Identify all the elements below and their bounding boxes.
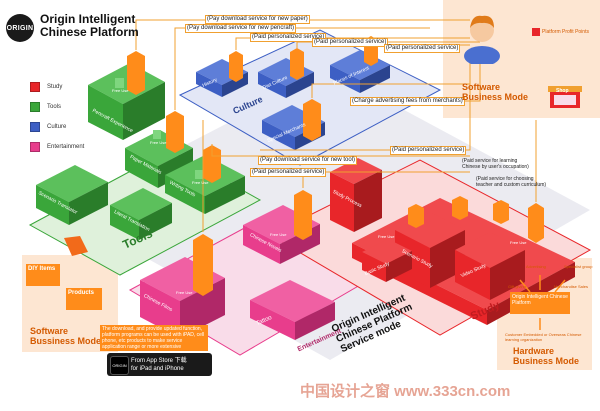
free-use-tag: Free Use <box>378 234 395 239</box>
software-mode-right-line1: Software <box>462 82 501 92</box>
legend: Study Tools Culture Entertainment <box>30 78 84 158</box>
free-use-tag: Free Use <box>270 232 287 237</box>
video-study-block <box>455 232 525 300</box>
platform-profit-points: Platform Profit Points <box>542 29 589 35</box>
legend-label-culture: Culture <box>47 124 67 130</box>
download-note: The download, and provide updated functi… <box>100 325 208 351</box>
software-mode-right-line2: Business Mode <box>462 92 529 102</box>
legend-swatch-culture <box>30 122 40 132</box>
software-mode-left-line2: Bussiness Mode <box>30 336 102 346</box>
hardware-customer: Customer Embedded or Overseas Chinese le… <box>505 332 582 342</box>
basic-study-block <box>362 239 412 282</box>
app-icon: ORIGIN <box>110 356 129 375</box>
hardware-gift: Gift giving <box>508 284 526 289</box>
legend-label-study: Study <box>47 84 63 90</box>
products-label: Products <box>68 290 95 296</box>
legend-item-entertainment: Entertainment <box>30 138 84 156</box>
literal-translation-block <box>110 188 172 240</box>
annotation-paid-personalized-5: (Paid personalized service) <box>250 168 327 177</box>
legend-swatch-study <box>30 82 40 92</box>
hardware-mode-line2: Business Mode <box>513 356 580 366</box>
legend-label-entertainment: Entertainment <box>47 144 85 150</box>
origin-logo: ORIGIN <box>6 14 34 42</box>
gift-icon <box>532 28 540 36</box>
products-card: Products <box>66 288 102 310</box>
legend-label-tools: Tools <box>47 104 62 110</box>
diy-items-card: DIY Items <box>26 264 60 286</box>
legend-swatch-tools <box>30 102 40 112</box>
software-mode-left-line1: Software <box>30 326 69 336</box>
pencraft-block <box>88 63 165 140</box>
app-store-badge[interactable]: ORIGIN From App Store 下载 for iPad and iP… <box>107 353 212 376</box>
annotation-paid-personalized-4: (Paid personalized service) <box>390 146 467 155</box>
app-store-text: From App Store 下载 for iPad and iPhone <box>131 357 187 373</box>
logo-text: ORIGIN <box>6 24 34 32</box>
shop-label: Shop <box>556 88 569 94</box>
legend-item-tools: Tools <box>30 98 84 116</box>
scenario-translator-block <box>36 165 108 225</box>
hardware-merch: Merchandise Sales <box>554 284 589 289</box>
software-mode-left: Software Bussiness Mode <box>30 326 101 346</box>
title-line1: Origin Intelligent <box>40 12 136 26</box>
software-mode-right: Software Business Mode <box>462 82 528 102</box>
free-use-tag: Free Use <box>150 140 167 145</box>
app-store-line2: for iPad and iPhone <box>131 366 184 372</box>
free-use-tag: Free Use <box>176 290 193 295</box>
title-line2: Chinese Platform <box>40 25 139 39</box>
annotation-pay-new-paper: (Pay download service for new paper) <box>205 15 310 24</box>
green-cubes <box>115 78 203 179</box>
annotation-paid-learning: (Paid service for learning Chinese by us… <box>462 158 529 170</box>
study-process-block <box>330 158 382 232</box>
hardware-platform-label: Origin Intelligent Chinese Platform <box>512 294 568 306</box>
shop-icon <box>548 86 582 108</box>
annotation-paid-personalized-2: (Paid personalized service) <box>312 38 389 47</box>
annotation-pay-new-pencraft: (Pay download service for new pencraft) <box>185 24 297 33</box>
annotation-charge-advertising: (Charge advertising fees from merchants) <box>350 97 465 106</box>
legend-item-study: Study <box>30 78 84 96</box>
hardware-arrows <box>519 275 566 330</box>
annotation-pay-new-tool: (Pay download service for new tool) <box>258 156 358 165</box>
hardware-specialist: Specialist group <box>564 264 593 269</box>
hardware-ad: Advertising <box>526 264 546 269</box>
user-avatar <box>464 15 500 64</box>
free-use-tag: Free Use <box>112 88 129 93</box>
legend-swatch-entertainment <box>30 142 40 152</box>
hardware-mode-line1: Hardware <box>513 346 555 356</box>
hardware-platform-box: Origin Intelligent Chinese Platform <box>510 292 570 314</box>
hardware-mode: Hardware Business Mode <box>513 346 579 366</box>
annotation-paid-personalized-1: (Paid personalized service) <box>250 33 327 42</box>
legend-item-culture: Culture <box>30 118 84 136</box>
watermark: 中国设计之窗 www.333cn.com <box>300 383 511 400</box>
annotation-paid-personalized-3: (Paid personalized service) <box>384 44 461 53</box>
page-title: Origin Intelligent Chinese Platform <box>40 13 139 39</box>
app-store-line1: From App Store 下载 <box>131 358 187 364</box>
tattoo-block <box>250 280 335 340</box>
diy-items-label: DIY Items <box>28 266 56 272</box>
free-use-tag: Free Use <box>192 180 209 185</box>
annotation-paid-choosing: (Paid service for choosing teacher and c… <box>476 176 547 188</box>
left-arrow <box>64 236 88 256</box>
free-use-tag: Free Use <box>510 240 527 245</box>
